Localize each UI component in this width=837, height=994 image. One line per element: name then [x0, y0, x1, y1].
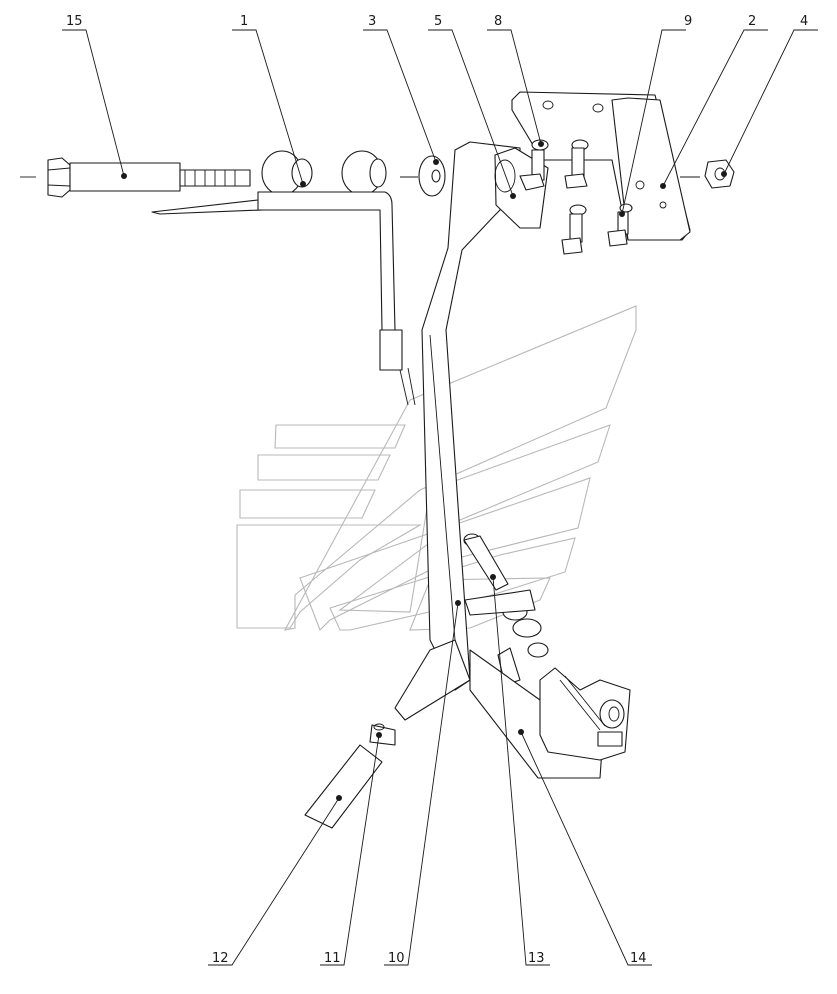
callout-15: 15 [66, 14, 83, 29]
leader-lines [62, 29, 818, 966]
callout-5: 5 [434, 14, 442, 29]
part-11-cap [369, 723, 396, 746]
part-1-lever [151, 150, 416, 406]
callout-1: 1 [240, 14, 248, 29]
callout-10: 10 [388, 951, 405, 966]
part-4-nut [704, 159, 735, 189]
callout-labels: 15 1 3 5 8 9 2 4 12 11 10 13 14 [66, 14, 808, 966]
lower-clamp-block [464, 589, 536, 686]
part-12-pad [304, 744, 383, 829]
part-14-mount [469, 649, 631, 779]
callout-13: 13 [528, 951, 545, 966]
callout-3: 3 [368, 14, 376, 29]
callout-dots [121, 141, 727, 801]
part-8-bolts [519, 139, 589, 255]
part-2-bracket [511, 91, 691, 241]
part-10-pedal-arm [394, 141, 521, 721]
callout-9: 9 [684, 14, 692, 29]
callout-12: 12 [212, 951, 229, 966]
callout-11: 11 [324, 951, 341, 966]
callout-14: 14 [630, 951, 647, 966]
callout-4: 4 [800, 14, 808, 29]
part-15-bolt [47, 157, 251, 198]
part-3-washer [418, 155, 446, 197]
callout-8: 8 [494, 14, 502, 29]
callout-2: 2 [748, 14, 756, 29]
